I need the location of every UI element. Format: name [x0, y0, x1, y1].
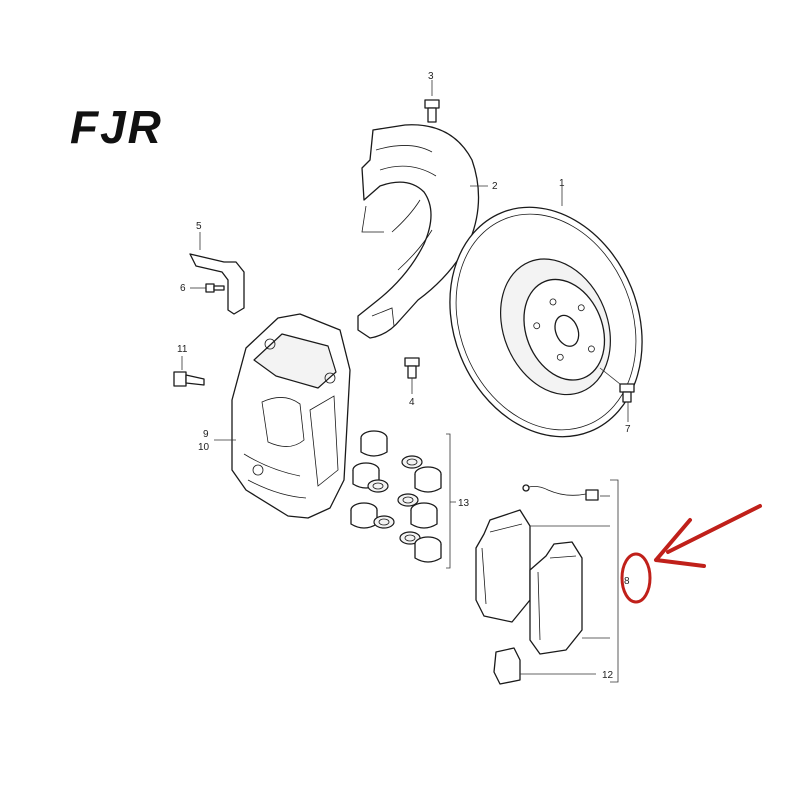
shield-bolt-top: [424, 80, 440, 123]
callout-10: 10: [198, 442, 210, 453]
brake-pad-inner: [529, 541, 583, 655]
caliper-bolt: [173, 356, 205, 387]
brand-logo-text: FJR: [70, 101, 163, 153]
callout-5: 5: [196, 221, 202, 232]
callout-8: 8: [624, 576, 630, 587]
highlight-circle: [620, 552, 652, 604]
brake-caliper: [214, 313, 351, 519]
callout-12: 12: [602, 670, 614, 681]
pad-clip: [493, 647, 521, 685]
brake-pad-set: [475, 479, 619, 685]
highlight-annotation: [620, 504, 762, 604]
piston-kit: [350, 430, 456, 569]
piston-2: [414, 466, 442, 493]
piston-seal-4: [373, 515, 395, 529]
brake-dust-shield: [357, 124, 488, 339]
callout-11: 11: [177, 344, 188, 355]
callout-1: 1: [559, 178, 565, 189]
highlight-arrow: [666, 504, 762, 554]
callout-4: 4: [409, 397, 415, 408]
callout-13: 13: [458, 498, 470, 509]
shield-bolt-bottom: [404, 357, 420, 394]
callout-6: 6: [180, 283, 186, 294]
callout-3: 3: [428, 71, 434, 82]
piston-6: [414, 536, 442, 563]
disc-guide-pin: [599, 367, 635, 422]
wear-sensor: [522, 484, 599, 501]
brake-disc: [449, 206, 643, 438]
callout-9: 9: [203, 429, 209, 440]
piston-seal-1: [401, 455, 423, 469]
bracket-screw: [190, 283, 225, 293]
callout-7: 7: [625, 424, 631, 435]
piston-seal-2: [367, 479, 389, 493]
piston-4: [410, 502, 438, 529]
piston-1: [360, 430, 388, 457]
sensor-bracket: [189, 232, 245, 315]
piston-5: [350, 502, 378, 529]
piston-seal-3: [397, 493, 419, 507]
callout-2: 2: [492, 181, 498, 192]
highlight-arrow-head: [654, 518, 706, 568]
brake-pad-outer: [475, 509, 531, 623]
brand-logo: FJR: [70, 101, 163, 153]
